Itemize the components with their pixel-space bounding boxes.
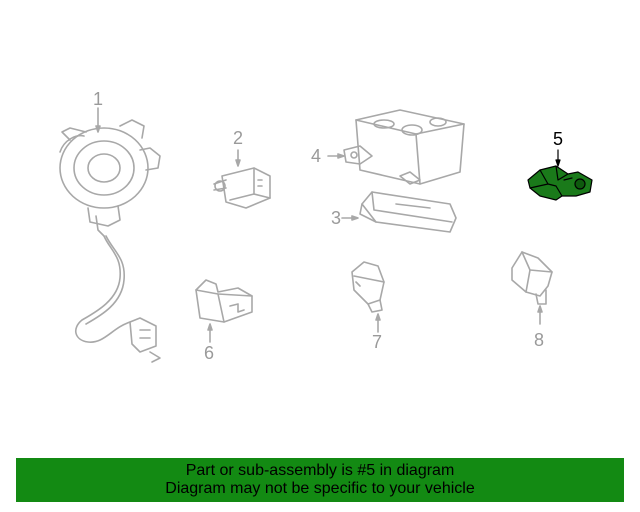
impact-sensor-icon [527,149,593,201]
callout-7: 7 [372,332,383,352]
callout-3: 3 [331,208,342,228]
sensor-connector-icon [213,149,271,209]
callout-8: 8 [534,330,545,350]
callout-4: 4 [311,146,322,166]
banner-line-1: Part or sub-assembly is #5 in diagram [185,462,455,479]
callout-6: 6 [204,343,215,363]
clockspring-coil-icon [59,107,161,363]
callout-1: 1 [93,89,104,109]
callout-2: 2 [233,128,244,148]
front-sensor-icon [351,261,385,333]
bracket-plate-icon [341,191,457,233]
callout-5: 5 [553,129,564,149]
banner-line-2: Diagram may not be specific to your vehi… [165,480,475,497]
side-sensor-icon [195,279,253,343]
info-banner: Part or sub-assembly is #5 in diagram Di… [16,458,624,502]
front-sensor-right-icon [511,251,553,325]
airbag-control-module-icon [327,109,465,185]
